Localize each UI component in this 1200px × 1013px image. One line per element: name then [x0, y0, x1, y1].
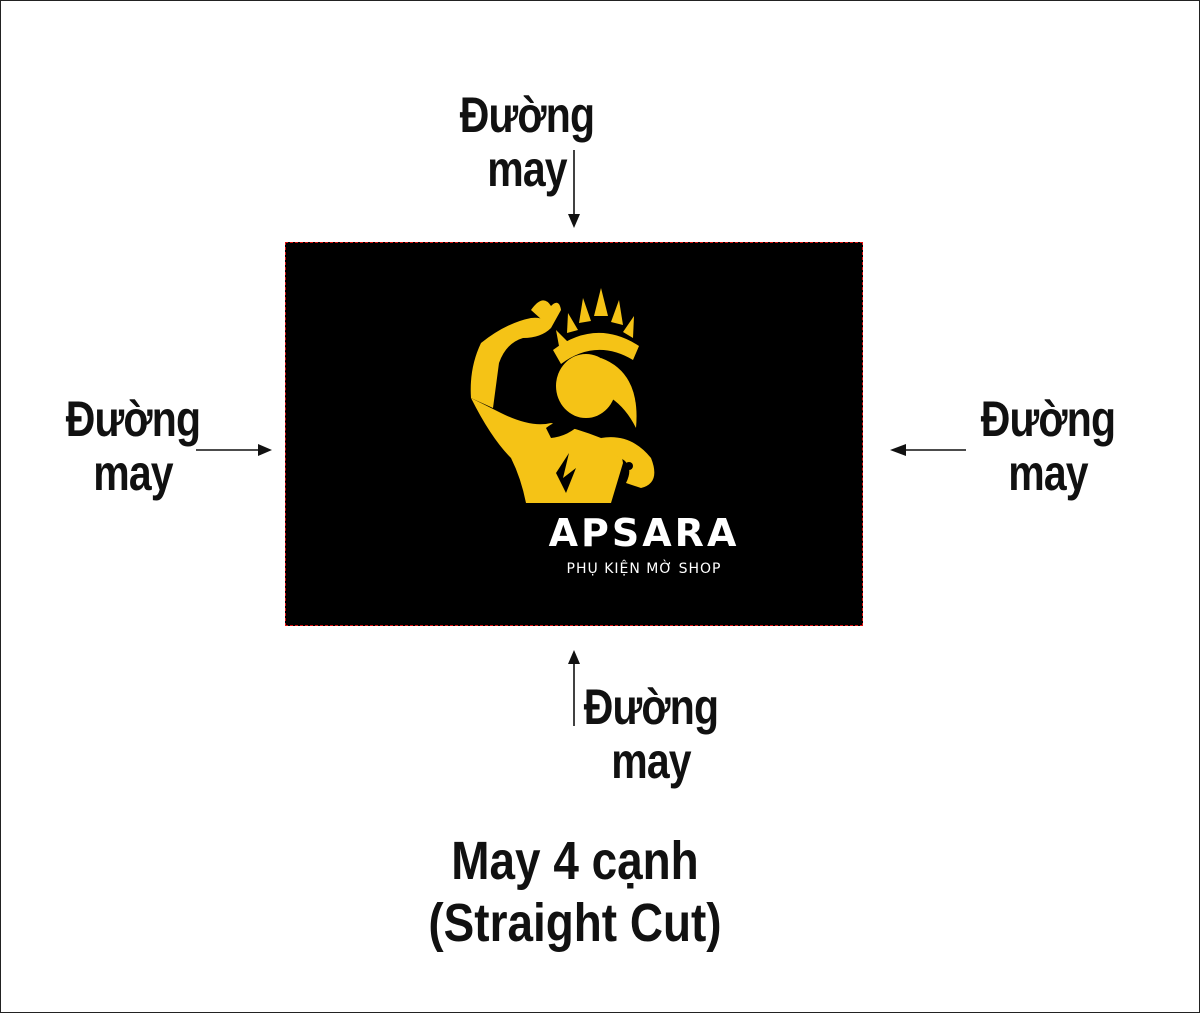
seam-label-top-line1: Đường: [459, 87, 595, 143]
arrow-up-icon: [568, 650, 580, 726]
seam-label-right: Đường may: [966, 392, 1130, 500]
caption: May 4 cạnh (Straight Cut): [405, 830, 745, 954]
arrow-down-icon: [568, 150, 580, 228]
seam-label-right-line1: Đường: [980, 391, 1116, 447]
seam-label-left-line2: may: [93, 445, 173, 501]
seam-label-left: Đường may: [51, 392, 215, 500]
arrow-right-icon: [196, 444, 272, 456]
apsara-patch: APSARA PHỤ KIỆN MỜ SHOP: [285, 242, 863, 626]
seam-label-top-line2: may: [487, 141, 567, 197]
seam-label-bottom-line2: may: [611, 733, 691, 789]
brand-name: APSARA: [548, 511, 740, 555]
caption-line2: (Straight Cut): [428, 893, 722, 953]
brand-tagline: PHỤ KIỆN MỜ SHOP: [566, 561, 722, 577]
seam-label-bottom: Đường may: [569, 680, 733, 788]
arrow-left-icon: [890, 444, 966, 456]
seam-label-top: Đường may: [445, 88, 609, 196]
apsara-dancer-logo-icon: [470, 288, 655, 503]
seam-label-left-line1: Đường: [65, 391, 201, 447]
seam-label-right-line2: may: [1008, 445, 1088, 501]
seam-label-bottom-line1: Đường: [583, 679, 719, 735]
caption-line1: May 4 cạnh: [451, 831, 699, 891]
